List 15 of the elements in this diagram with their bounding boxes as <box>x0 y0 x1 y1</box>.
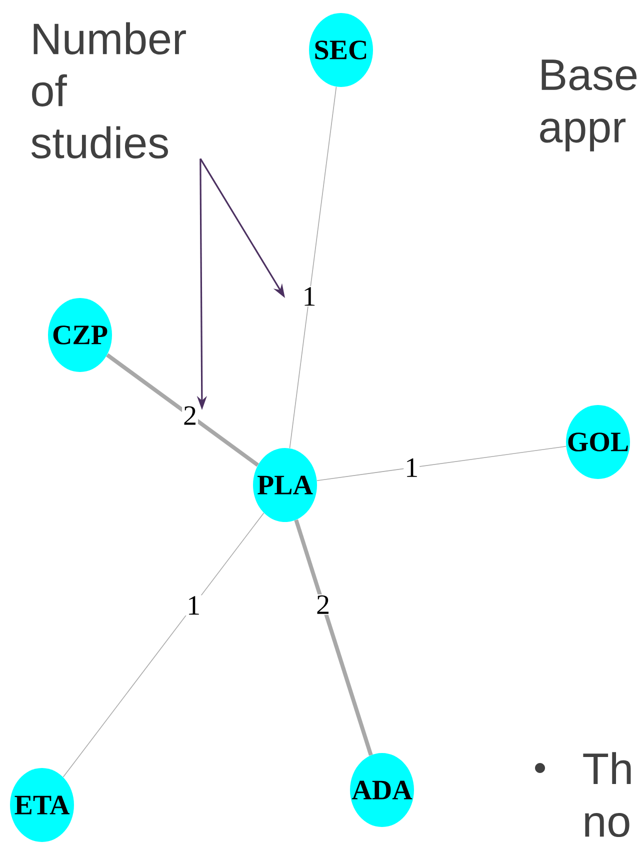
edge-line <box>106 353 259 467</box>
edge-label: 2 <box>184 406 196 425</box>
edge-line <box>289 86 337 449</box>
edge-line <box>62 512 264 778</box>
edge-label: 2 <box>317 595 328 614</box>
slide-text: Base <box>542 60 637 90</box>
slide-text: Th <box>583 752 631 784</box>
slide-text: appr <box>540 118 626 152</box>
edge-line <box>316 446 566 481</box>
edge-label: 1 <box>304 287 315 306</box>
edge-label: 1 <box>407 458 417 477</box>
edge-label: 1 <box>189 596 199 615</box>
annotation-text: Number of studies <box>31 22 186 158</box>
edge-line <box>294 519 373 756</box>
slide-text: no <box>585 812 630 838</box>
